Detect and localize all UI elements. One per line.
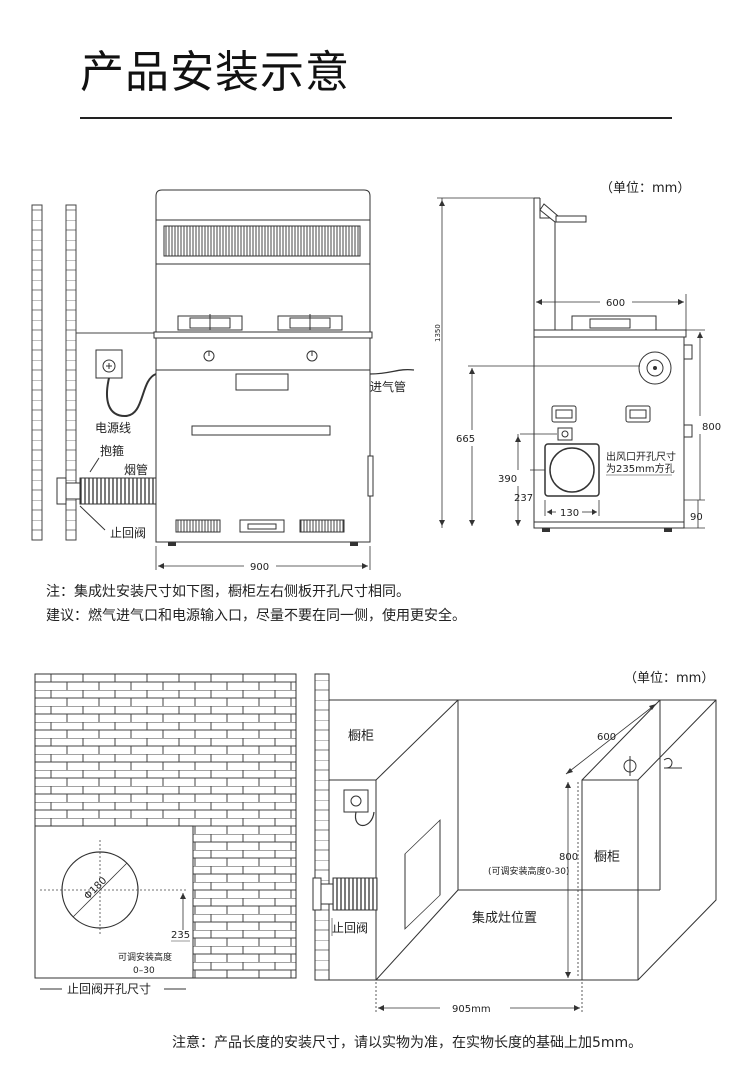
label-cabinet-left: 橱柜: [348, 729, 374, 744]
burner-left-icon: [177, 314, 243, 331]
title-divider: [80, 117, 672, 119]
label-outlet-note-1: 出风口开孔尺寸: [606, 450, 676, 463]
dim-height-90: 90: [690, 512, 703, 523]
bottom-vent-left: [175, 519, 221, 533]
dim-width-130: 130: [560, 508, 579, 519]
hood-grill: [163, 225, 361, 257]
label-check-valve: 止回阀: [110, 526, 146, 540]
dim-height-390: 390: [498, 474, 517, 485]
dim-height-665: 665: [456, 434, 475, 445]
safety-suggestion: 建议：燃气进气口和电源输入口，尽量不要在同一侧，使用更安全。: [46, 608, 466, 624]
dim-width-900: 900: [250, 562, 269, 573]
room-side-wall: [314, 673, 330, 981]
gas-pipe-line: [369, 368, 415, 375]
page-title: 产品安装示意: [80, 47, 350, 98]
stove-body: [155, 369, 371, 543]
cabinet-left-door-icon: [404, 819, 441, 930]
label-dim-235: 235: [171, 930, 190, 941]
label-clamp: 抱箍: [100, 443, 124, 458]
side-backsplash: [533, 198, 556, 336]
dim-depth-600: 600: [606, 298, 625, 309]
check-valve-flange: [56, 477, 67, 505]
wall-left-inner: [65, 204, 77, 541]
flue-pipe-hose: [79, 477, 157, 505]
dim-height-800: 800: [702, 422, 721, 433]
label-stove-position: 集成灶位置: [472, 910, 537, 926]
side-countertop: [533, 329, 687, 338]
burner-right-icon: [277, 314, 343, 331]
label-adjustable-1: 可调安装高度: [118, 951, 172, 963]
dim-depth-600-bottom: 600: [597, 732, 616, 743]
dim-width-905: 905mm: [452, 1004, 491, 1015]
label-adjustable-bottom: (可调安装高度0-30): [488, 865, 569, 877]
oven-handle: [191, 425, 331, 436]
stove-control-panel: [155, 337, 371, 371]
dim-height-1350: 1350: [434, 324, 442, 342]
label-power-cord: 电源线: [95, 421, 131, 435]
flue-pipe-bottom: [332, 877, 378, 911]
stove-backsplash: [155, 189, 371, 221]
socket-icon-bottom: [343, 789, 369, 813]
install-note: 注：集成灶安装尺寸如下图，橱柜左右侧板开孔尺寸相同。: [46, 584, 410, 600]
bottom-unit-label: （单位：mm）: [624, 671, 714, 686]
label-cabinet-right: 橱柜: [594, 850, 620, 865]
label-gas-pipe: 进气管: [370, 379, 406, 394]
top-unit-label: （单位：mm）: [600, 181, 690, 196]
stove-display: [235, 373, 289, 391]
label-check-valve-bottom: 止回阀: [332, 921, 368, 935]
check-valve-bottom: [312, 877, 322, 911]
bottom-note: 注意：产品长度的安装尺寸，请以实物为准，在实物长度的基础上加5mm。: [172, 1035, 643, 1051]
dim-height-800-bottom: 800: [559, 852, 578, 863]
label-valve-hole-caption: 止回阀开孔尺寸: [67, 982, 151, 996]
dim-height-237: 237: [514, 493, 533, 504]
bottom-vent-right: [299, 519, 345, 533]
air-outlet-circle: [549, 447, 595, 493]
label-adjustable-2: 0–30: [133, 966, 155, 976]
stove-countertop: [153, 331, 373, 339]
wall-left-outer: [31, 204, 43, 541]
label-outlet-note-2: 为235mm方孔: [606, 462, 675, 475]
gas-fitting-icon: [623, 756, 682, 776]
power-cord-line: [106, 373, 157, 418]
label-flue-pipe: 烟管: [124, 462, 148, 477]
